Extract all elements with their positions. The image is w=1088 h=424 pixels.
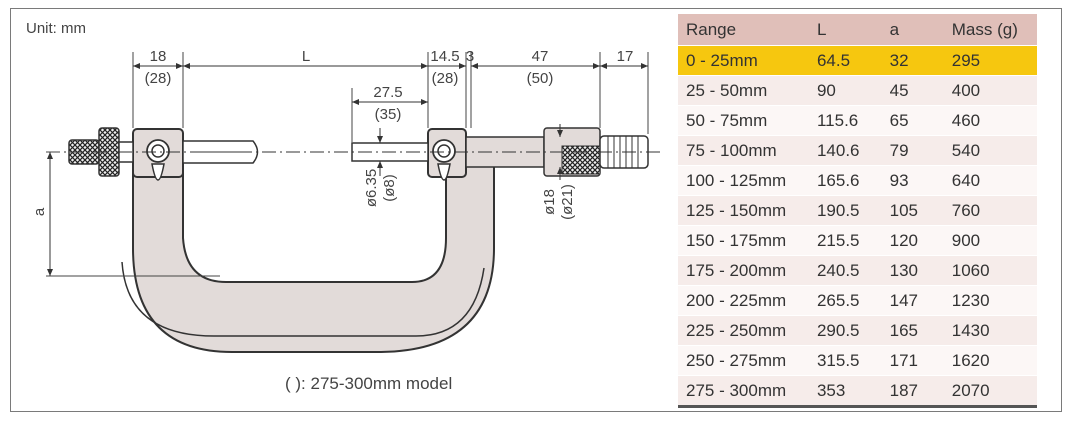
cell-L: 190.5 <box>808 195 882 226</box>
cell-L: 240.5 <box>808 255 882 286</box>
dim-L: L <box>302 48 310 65</box>
header-mass: Mass (g) <box>943 14 1037 46</box>
dim-a: a <box>31 207 48 216</box>
dim-sleeve-diameter: ø18 <box>541 189 558 215</box>
cell-L: 115.6 <box>808 105 882 136</box>
table-header-row: Range L a Mass (g) <box>678 14 1037 46</box>
spindle-lock-screw <box>432 139 456 163</box>
header-a: a <box>881 14 944 46</box>
cell-L: 64.5 <box>808 45 882 76</box>
cell-mass: 640 <box>943 165 1037 196</box>
cell-a: 45 <box>881 75 944 106</box>
dim-18: 18 <box>150 48 167 65</box>
cell-a: 165 <box>881 315 944 346</box>
cell-mass: 540 <box>943 135 1037 166</box>
cell-a: 79 <box>881 135 944 166</box>
cell-range: 175 - 200mm <box>678 255 809 286</box>
cell-L: 90 <box>808 75 882 106</box>
cell-range: 25 - 50mm <box>678 75 809 106</box>
cell-a: 130 <box>881 255 944 286</box>
dim-sleeve-diameter-alt: (ø21) <box>559 184 576 220</box>
cell-L: 165.6 <box>808 165 882 196</box>
cell-mass: 1060 <box>943 255 1037 286</box>
cell-L: 290.5 <box>808 315 882 346</box>
micrometer-drawing: 18 (28) L 14.5 (28) 3 47 (50) 17 27.5 (3… <box>31 48 660 353</box>
header-range: Range <box>678 14 809 46</box>
cell-range: 150 - 175mm <box>678 225 809 256</box>
cell-range: 50 - 75mm <box>678 105 809 136</box>
unit-label: Unit: mm <box>26 20 86 37</box>
dim-14-5-alt: (28) <box>432 70 459 87</box>
cell-a: 171 <box>881 345 944 376</box>
cell-mass: 760 <box>943 195 1037 226</box>
cell-a: 32 <box>881 45 944 76</box>
cell-mass: 460 <box>943 105 1037 136</box>
dim-17: 17 <box>617 48 634 65</box>
cell-mass: 900 <box>943 225 1037 256</box>
cell-range: 275 - 300mm <box>678 375 809 408</box>
cell-range: 75 - 100mm <box>678 135 809 166</box>
cell-mass: 1620 <box>943 345 1037 376</box>
dim-spindle-diameter-alt: (ø8) <box>381 174 398 202</box>
micrometer-frame <box>132 159 495 353</box>
spindle-clamp-lever <box>437 163 451 181</box>
footnote: ( ): 275-300mm model <box>285 374 453 393</box>
cell-range: 225 - 250mm <box>678 315 809 346</box>
cell-mass: 295 <box>943 45 1037 76</box>
cell-L: 265.5 <box>808 285 882 316</box>
dim-27-5-alt: (35) <box>375 106 402 123</box>
cell-L: 353 <box>808 375 882 408</box>
cell-a: 65 <box>881 105 944 136</box>
cell-range: 200 - 225mm <box>678 285 809 316</box>
cell-L: 315.5 <box>808 345 882 376</box>
cell-a: 120 <box>881 225 944 256</box>
dim-47: 47 <box>532 48 549 65</box>
figure-frame <box>10 8 1062 412</box>
dim-27-5: 27.5 <box>373 84 402 101</box>
dim-3: 3 <box>466 48 474 65</box>
dim-spindle-diameter: ø6.35 <box>363 169 380 207</box>
dim-47-alt: (50) <box>527 70 554 87</box>
cell-a: 147 <box>881 285 944 316</box>
header-L: L <box>808 14 882 46</box>
cell-a: 187 <box>881 375 944 408</box>
cell-mass: 1430 <box>943 315 1037 346</box>
cell-range: 0 - 25mm <box>678 45 809 76</box>
dim-18-alt: (28) <box>145 70 172 87</box>
cell-mass: 1230 <box>943 285 1037 316</box>
cell-mass: 2070 <box>943 375 1037 408</box>
cell-mass: 400 <box>943 75 1037 106</box>
cell-L: 215.5 <box>808 225 882 256</box>
cell-a: 93 <box>881 165 944 196</box>
cell-range: 250 - 275mm <box>678 345 809 376</box>
cell-range: 125 - 150mm <box>678 195 809 226</box>
anvil-clamp-lever <box>151 163 165 181</box>
cell-a: 105 <box>881 195 944 226</box>
cell-L: 140.6 <box>808 135 882 166</box>
anvil-lock-screw <box>146 139 170 163</box>
cell-range: 100 - 125mm <box>678 165 809 196</box>
dim-14-5: 14.5 <box>430 48 459 65</box>
